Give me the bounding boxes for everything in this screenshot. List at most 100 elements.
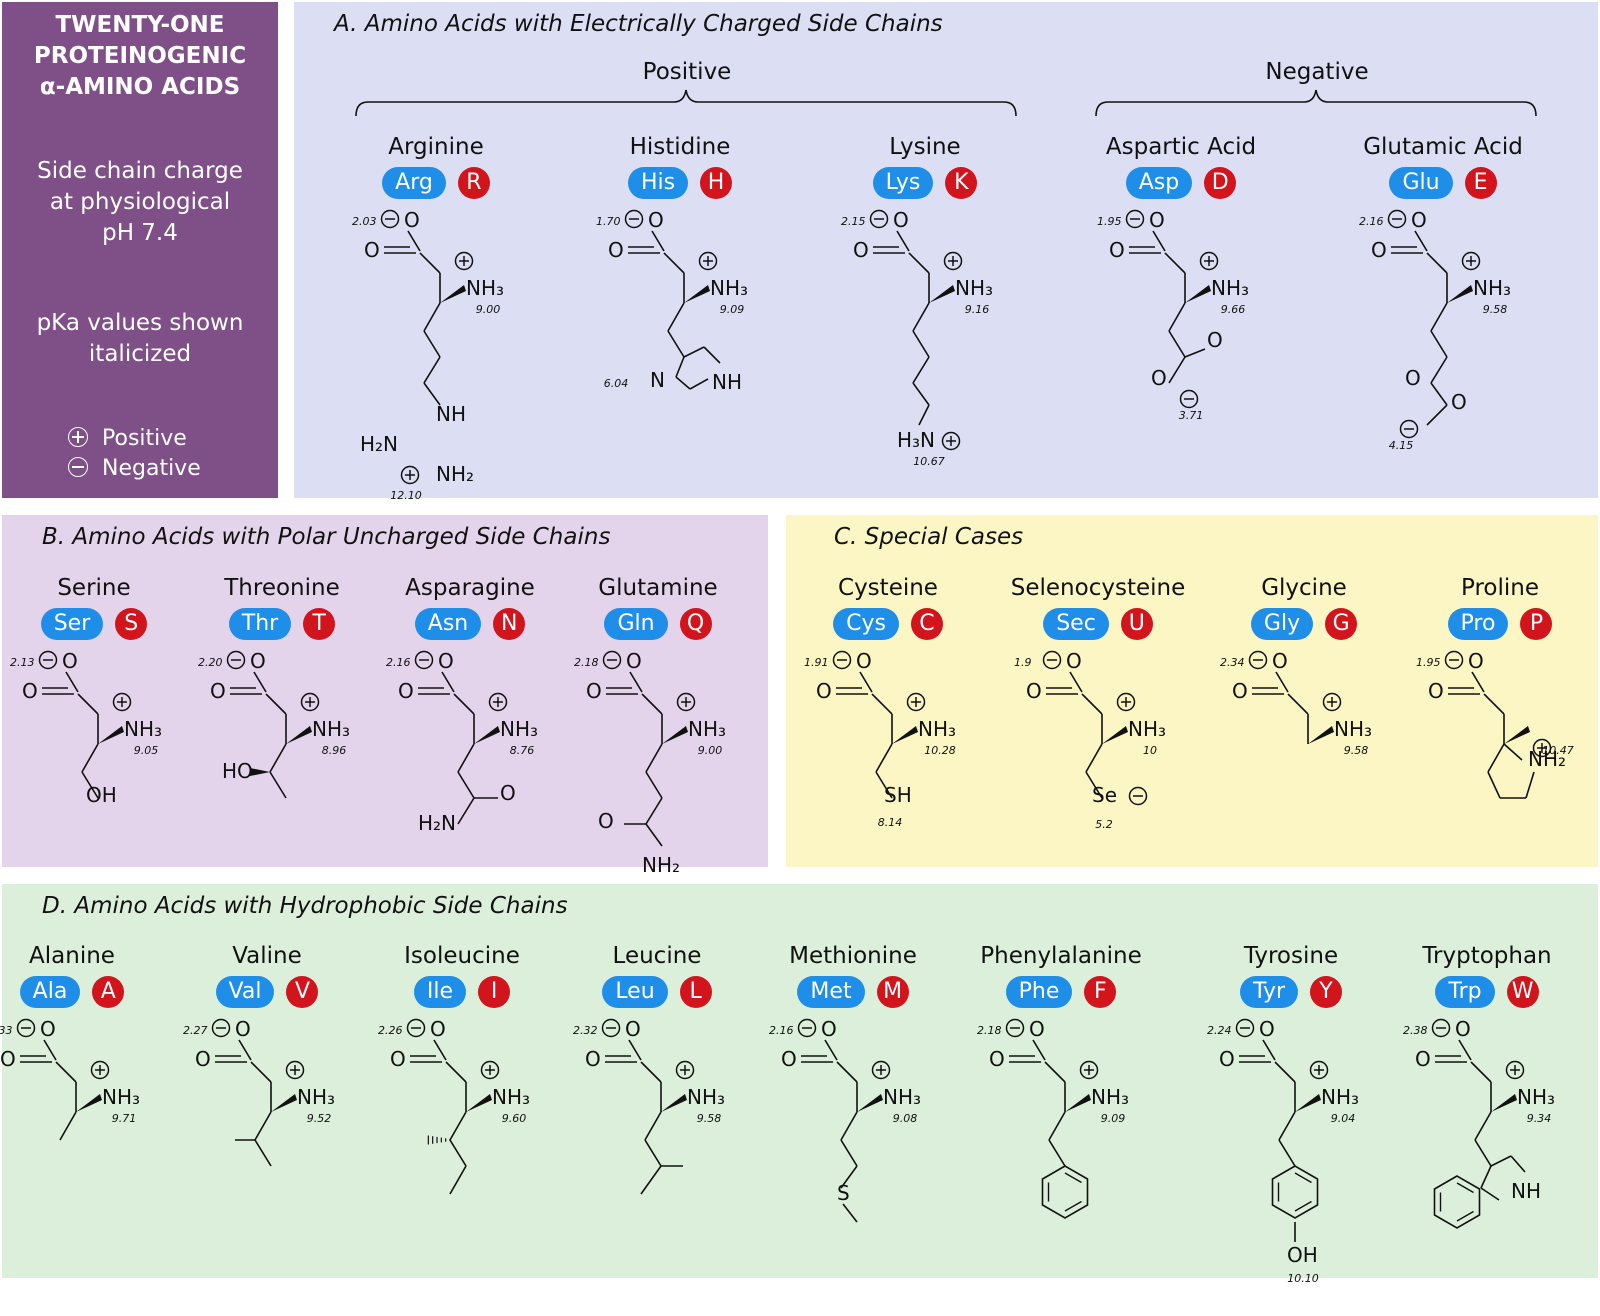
bond-c-calpha [836, 1061, 858, 1083]
bond-c-calpha [663, 252, 685, 274]
wedge-bond [474, 726, 500, 744]
side-chain-bond-0 [1430, 302, 1448, 332]
side-chain-bond-0 [912, 302, 930, 332]
negative-group-label: Negative [1265, 59, 1369, 85]
pka-amino: 9.09 [1101, 1112, 1126, 1125]
carboxyl-oxygen: O [1415, 1047, 1431, 1071]
bond-c-calpha [1274, 1061, 1296, 1083]
three-letter-code: Trp [1435, 976, 1495, 1008]
one-letter-code: S [115, 608, 148, 640]
side-chain-atom-0: O [598, 809, 614, 833]
bond-c-calpha [55, 1061, 77, 1083]
amino-acid-name: Cysteine [838, 575, 938, 601]
carboxyl-oxygen: O [364, 238, 380, 262]
pka-side-chain: 10.10 [1287, 1272, 1319, 1285]
bond-c-o [628, 1039, 642, 1061]
wedge-bond [1295, 1094, 1321, 1112]
carboxyl-charge [869, 209, 889, 229]
one-letter-code: Q [679, 608, 712, 640]
side-chain-atom-0: NH [436, 402, 466, 426]
side-chain-bond-0 [1474, 1111, 1492, 1141]
charge-note: Side chain charge at physiological pH 7.… [37, 158, 243, 246]
carboxyl-charge [1248, 650, 1268, 670]
section-c-title: C. Special Cases [834, 524, 1024, 550]
section-c-special: C. Special Cases [786, 515, 1598, 867]
carboxyl-oxygen-top: O [404, 208, 420, 232]
side-chain-bond-1 [1048, 1139, 1066, 1167]
side-chain-bond-1 [1474, 1139, 1492, 1167]
side-chain-bond-0 [1048, 1111, 1066, 1141]
three-letter-code: Tyr [1239, 976, 1299, 1008]
aromatic-ring-0-double-3 [1456, 1182, 1474, 1194]
title-panel: TWENTY-ONE PROTEINOGENIC α-AMINO ACIDS S… [2, 2, 278, 498]
carboxyl-oxygen: O [989, 1047, 1005, 1071]
bond-c-calpha [445, 1061, 467, 1083]
side-chain-atom-1: NH₂ [642, 853, 680, 877]
amino-charge [112, 692, 132, 712]
carboxyl-oxygen-top: O [438, 649, 454, 673]
three-letter-code: Arg [382, 167, 446, 199]
side-chain-bond-0 [449, 1111, 467, 1141]
bond-c-calpha [640, 1061, 662, 1083]
amino-group: NH₃ [1091, 1085, 1129, 1109]
one-letter-code: D [1204, 167, 1237, 199]
three-letter-code: Ser [40, 608, 104, 640]
amino-charge [480, 1060, 500, 1080]
side-chain-bond-1 [667, 330, 685, 358]
carboxyl-charge [1125, 209, 1145, 229]
amino-group: NH₃ [918, 717, 956, 741]
pka-amino: 9.58 [697, 1112, 722, 1125]
three-letter-code: Gln [604, 608, 668, 640]
pka-carboxyl: 2.15 [841, 215, 866, 228]
side-chain-bond-1 [81, 771, 99, 799]
carboxyl-oxygen: O [1371, 238, 1387, 262]
amino-group: NH₃ [102, 1085, 140, 1109]
bond-c-o [407, 230, 421, 252]
amino-acid-name: Methionine [789, 943, 917, 969]
carboxyl-oxygen: O [22, 679, 38, 703]
side-chain-bond-1 [1487, 743, 1505, 773]
amino-group: NH₃ [687, 1085, 725, 1109]
side-chain-charge-0 [1532, 738, 1552, 758]
carboxyl-charge [38, 650, 58, 670]
side-chain-bond-1 [1168, 330, 1186, 358]
side-chain-bond-2 [840, 1165, 858, 1189]
pka-carboxyl: 2.27 [183, 1024, 208, 1037]
pka-side-chain: 3.71 [1179, 409, 1204, 422]
side-chain-bond-3 [912, 382, 930, 406]
amino-group: NH₃ [297, 1085, 335, 1109]
amino-acid-name: Lysine [889, 134, 961, 160]
carboxyl-charge [832, 650, 852, 670]
carboxyl-oxygen-top: O [1029, 1017, 1045, 1041]
wedge-bond [892, 726, 918, 744]
carboxyl-oxygen-top: O [1066, 649, 1082, 673]
amino-acid-name: Glutamine [598, 575, 718, 601]
carboxyl-oxygen: O [585, 1047, 601, 1071]
amino-acid-name: Histidine [629, 134, 731, 160]
bond-c-calpha [1164, 252, 1186, 274]
side-chain-atom-0: SH [884, 783, 912, 807]
bond-c-o [253, 671, 267, 693]
bond-c-calpha [419, 252, 441, 274]
amino-charge [871, 1060, 891, 1080]
amino-group: NH₃ [710, 276, 748, 300]
three-letter-code: Ile [413, 976, 467, 1008]
three-letter-code: Sec [1043, 608, 1109, 640]
carboxyl-oxygen: O [586, 679, 602, 703]
